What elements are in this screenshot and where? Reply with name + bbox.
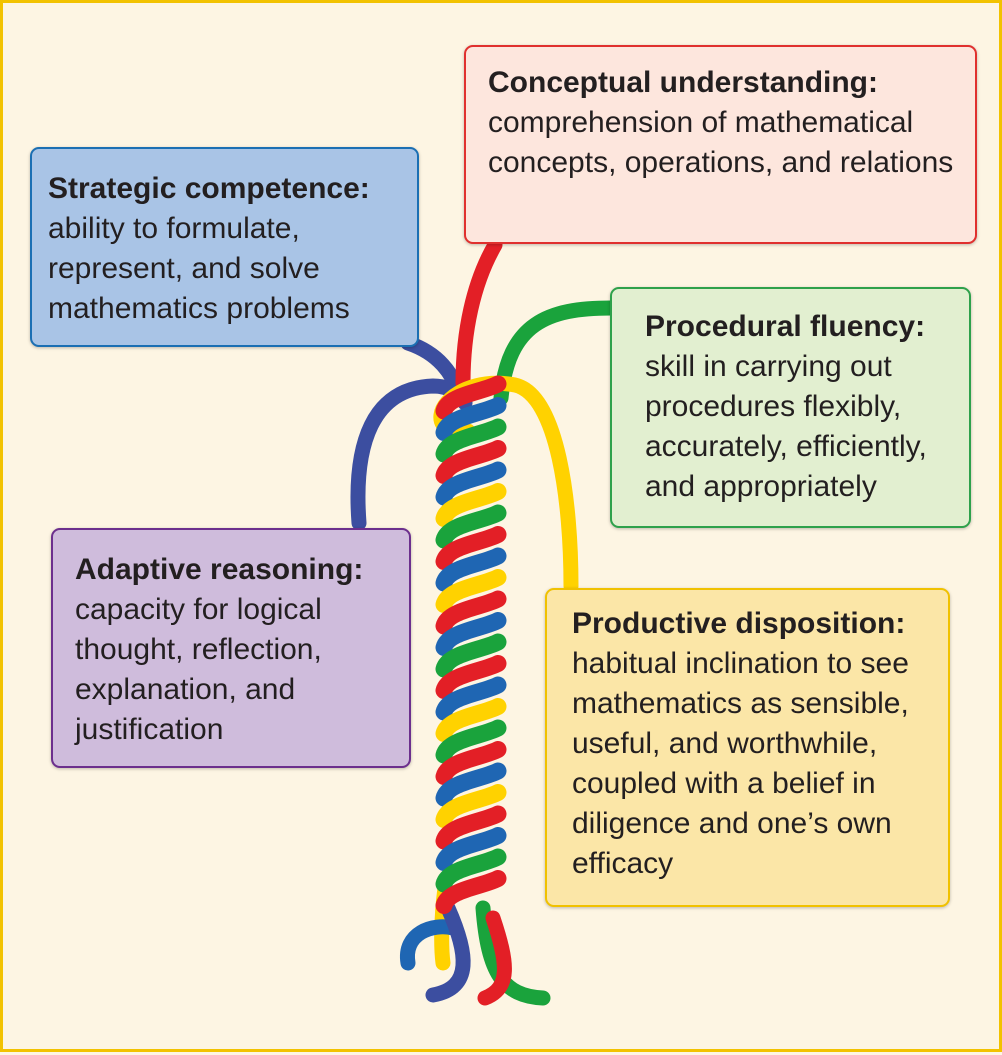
bottom-end-blue-left: [400, 919, 461, 971]
rope-twist-segment: [435, 526, 507, 570]
rope-twist-segment: [435, 375, 507, 420]
rope-twist-segment: [435, 698, 507, 742]
strategic-competence-box: Strategic competence: ability to formula…: [30, 147, 419, 347]
adaptive-reasoning-box: Adaptive reasoning: capacity for logical…: [51, 528, 411, 768]
rope-twist-segment: [435, 805, 507, 850]
productive-disposition-description: habitual inclination to see mathematics …: [572, 647, 909, 880]
adaptive-reasoning-description: capacity for logical thought, reflection…: [75, 593, 322, 746]
rope-twist-segment: [435, 590, 507, 635]
intertwined-strands-rope: [350, 237, 619, 1006]
rope-twist-segment: [435, 397, 507, 441]
rope-twist-segment: [435, 870, 507, 914]
procedural-fluency-box: Procedural fluency: skill in carrying ou…: [610, 287, 971, 528]
rope-twist-segment: [435, 612, 507, 656]
procedural-strand-tail: [493, 300, 619, 406]
bottom-end-navy: [425, 900, 471, 1003]
rope-twist-segment: [435, 676, 507, 721]
rope-twist-segment: [435, 418, 507, 463]
strategic-competence-title: Strategic competence:: [48, 172, 370, 205]
procedural-fluency-title: Procedural fluency:: [645, 310, 926, 343]
rope-twist-segment: [435, 827, 507, 871]
rope-twist-segment: [435, 461, 507, 506]
rope-twist-segment: [435, 440, 507, 484]
procedural-fluency-description: skill in carrying out procedures flexibl…: [645, 350, 927, 503]
conceptual-strand-tail: [455, 237, 503, 391]
conceptual-understanding-box: Conceptual understanding: comprehension …: [464, 45, 977, 244]
rope-twist-segment: [435, 547, 507, 592]
rope-twist-segment: [435, 504, 507, 549]
rope-twist-segment: [435, 483, 507, 527]
rope-twist-segment: [435, 633, 507, 678]
conceptual-understanding-title: Conceptual understanding:: [488, 66, 878, 99]
rope-twist-segment: [435, 848, 507, 893]
rope-twist-segment: [435, 655, 507, 699]
rope-coil: [435, 375, 507, 914]
rope-twist-segment: [435, 569, 507, 613]
productive-disposition-box: Productive disposition: habitual inclina…: [545, 588, 950, 907]
productive-disposition-title: Productive disposition:: [572, 607, 906, 640]
strategic-competence-description: ability to formulate, represent, and sol…: [48, 212, 350, 325]
conceptual-understanding-description: comprehension of mathematical concepts, …: [488, 106, 954, 179]
rope-twist-segment: [435, 784, 507, 828]
rope-twist-segment: [435, 741, 507, 785]
rope-twist-segment: [435, 762, 507, 807]
rope-twist-segment: [435, 719, 507, 764]
bottom-end-red: [477, 910, 512, 1006]
adaptive-reasoning-title: Adaptive reasoning:: [75, 553, 364, 586]
